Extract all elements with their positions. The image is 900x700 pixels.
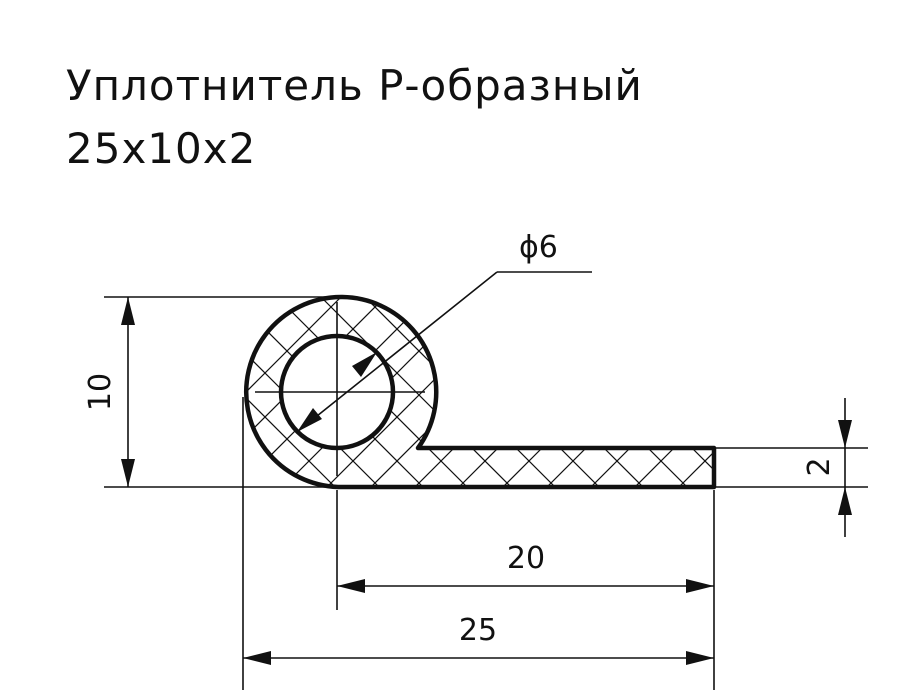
profile-outline bbox=[243, 294, 717, 490]
dimension-total-length: 25 bbox=[243, 613, 714, 665]
dimension-total-length-label: 25 bbox=[459, 613, 497, 648]
dimension-tail-length-label: 20 bbox=[507, 541, 545, 576]
dimension-tail-length: 20 bbox=[337, 541, 714, 593]
dimension-height-label: 10 bbox=[83, 373, 118, 411]
dimension-inner-diameter-label: ϕ6 bbox=[519, 230, 558, 265]
dimension-thickness: 2 bbox=[802, 398, 852, 537]
title-line-1: Уплотнитель Р-образный bbox=[66, 61, 643, 110]
inner-hole bbox=[278, 333, 396, 451]
extension-lines bbox=[104, 296, 868, 690]
dimension-height: 10 bbox=[83, 297, 135, 487]
dimension-inner-diameter: ϕ6 bbox=[296, 230, 592, 433]
dimension-thickness-label: 2 bbox=[802, 457, 837, 476]
section-hatching bbox=[246, 297, 714, 487]
title-line-2: 25x10x2 bbox=[66, 124, 256, 173]
